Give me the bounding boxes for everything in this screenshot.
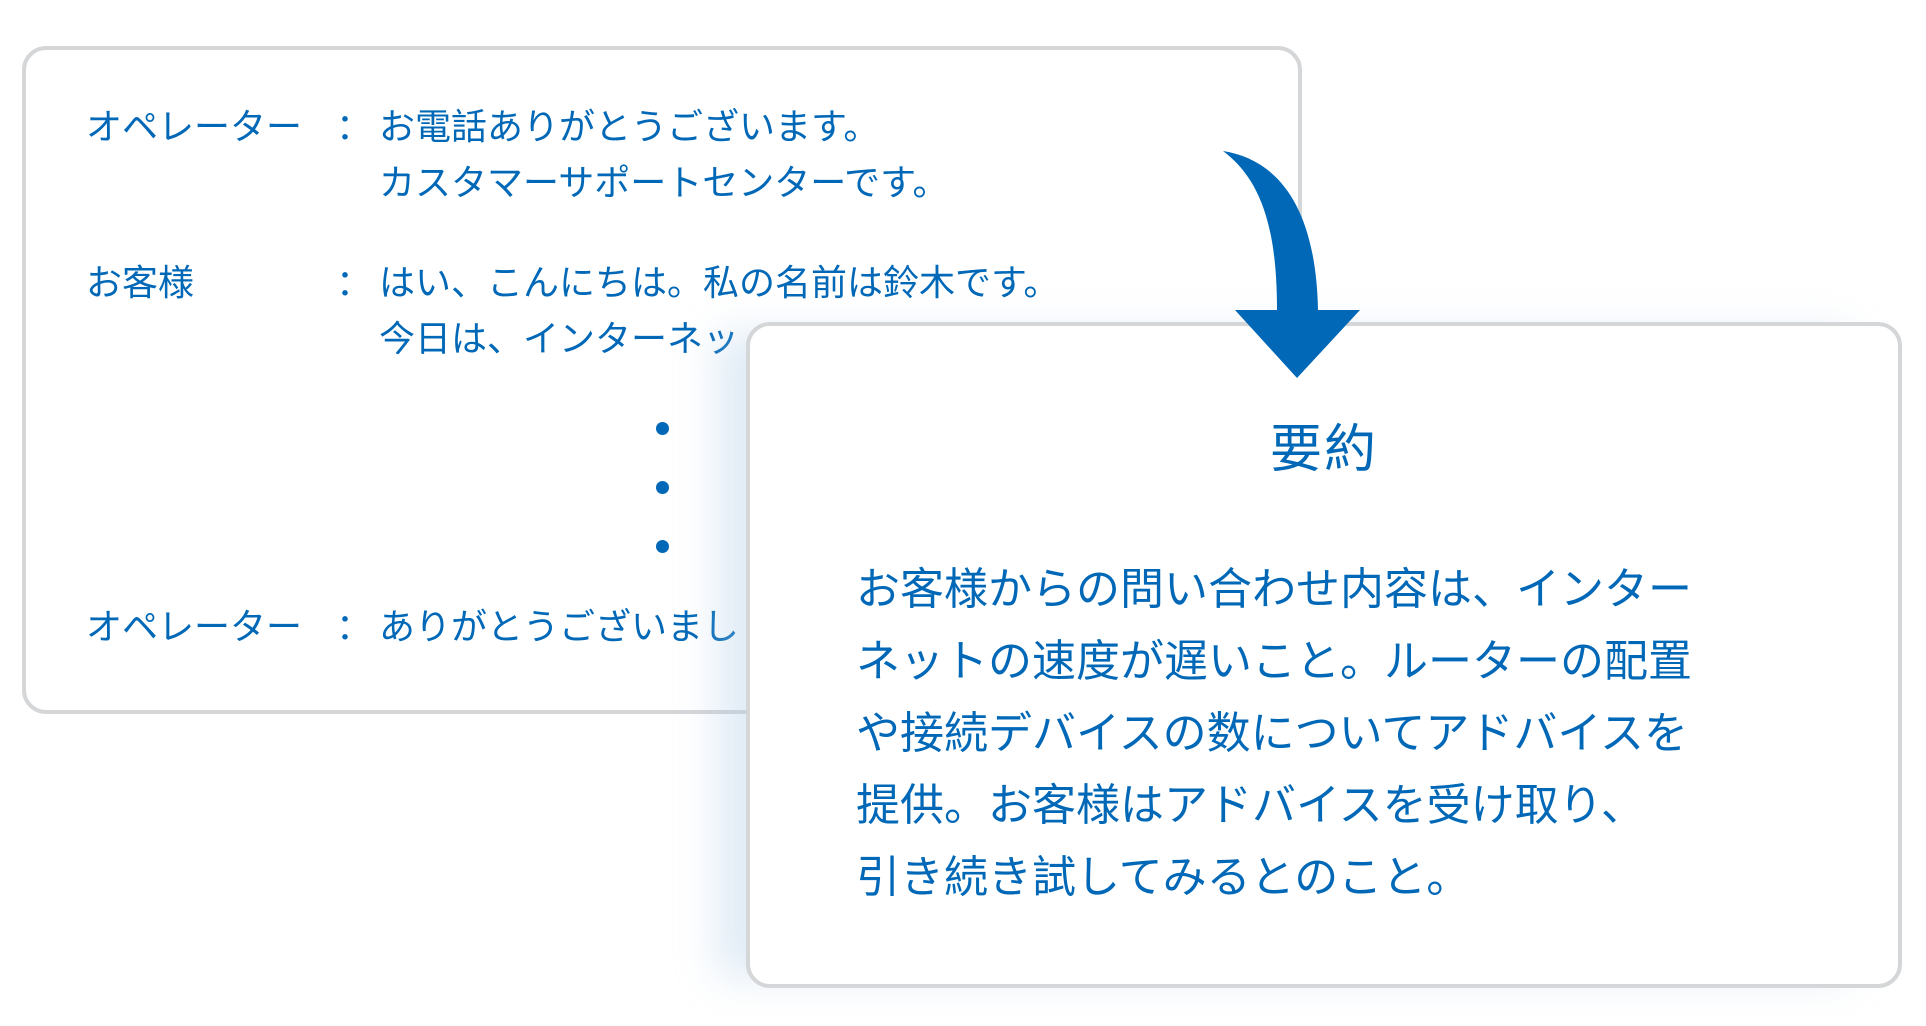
message-line: お電話ありがとうございます。: [379, 107, 880, 148]
summary-title: 要約: [1269, 420, 1378, 480]
dot-icon: [656, 422, 669, 435]
speaker-label: お客様: [86, 263, 195, 304]
ellipsis-dots: [656, 422, 669, 599]
dot-icon: [656, 481, 669, 494]
summary-line: お客様からの問い合わせ内容は、インター: [856, 564, 1692, 615]
summary-line: や接続デバイスの数についてアドバイスを: [856, 708, 1689, 759]
speaker-colon: ：: [336, 607, 373, 648]
summary-line: ネットの速度が遅いこと。ルーターの配置: [856, 636, 1692, 687]
message-line: はい、こんにちは。私の名前は鈴木です。: [379, 263, 1060, 304]
speaker-label: オペレーター: [86, 607, 303, 648]
message: お電話ありがとうございます。 カスタマーサポートセンターです。: [379, 100, 949, 212]
arrow-shape: [1223, 151, 1360, 378]
message-line: ありがとうございまし: [379, 607, 740, 648]
summary-line: 提供。お客様はアドバイスを受け取り、: [856, 780, 1645, 831]
summary-body: お客様からの問い合わせ内容は、インター ネットの速度が遅いこと。ルーターの配置 …: [856, 554, 1692, 914]
summary-card: 要約 お客様からの問い合わせ内容は、インター ネットの速度が遅いこと。ルーターの…: [746, 322, 1902, 988]
speaker-label: オペレーター: [86, 107, 303, 148]
message: はい、こんにちは。私の名前は鈴木です。 今日は、インターネッ: [379, 256, 1059, 368]
curved-down-arrow-icon: [1223, 151, 1360, 378]
message-line: カスタマーサポートセンターです。: [379, 163, 949, 204]
summary-line: 引き続き試してみるとのこと。: [856, 852, 1471, 903]
message: ありがとうございまし: [379, 600, 739, 656]
dot-icon: [656, 540, 669, 553]
message-line: 今日は、インターネッ: [379, 319, 740, 360]
speaker-colon: ：: [336, 107, 373, 148]
speaker-colon: ：: [336, 263, 373, 304]
